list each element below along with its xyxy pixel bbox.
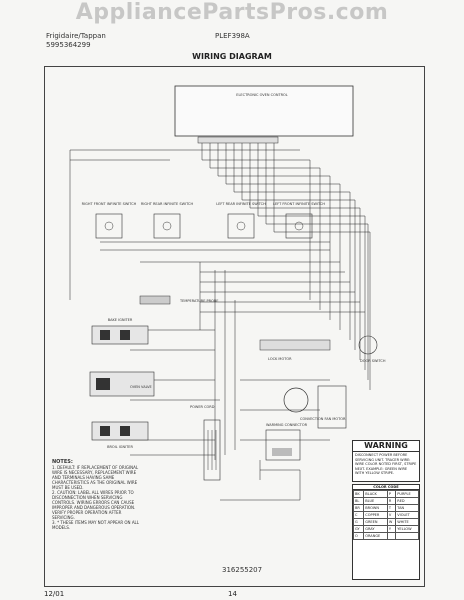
model-number: PLEF398A bbox=[215, 32, 250, 40]
power-cord: POWER CORD bbox=[190, 405, 221, 481]
color-code-cell bbox=[395, 532, 419, 540]
notes-heading: NOTES: bbox=[52, 459, 73, 465]
temp-probe-label: TEMPERATURE PROBE bbox=[179, 299, 218, 303]
bake-igniter-label: BAKE IGNITER bbox=[108, 318, 133, 322]
door-switch: DOOR SWITCH bbox=[358, 335, 386, 363]
page-number: 14 bbox=[228, 590, 237, 598]
lock-motor-label: LOCK MOTOR bbox=[268, 357, 292, 361]
color-code-cell: GRAY bbox=[363, 525, 388, 533]
bake-igniter: BAKE IGNITER bbox=[91, 318, 149, 345]
color-code-cell: O bbox=[352, 532, 365, 540]
watermark: AppliancePartsPros.com bbox=[75, 0, 389, 25]
warning-text: DISCONNECT POWER BEFORE SERVICING UNIT. … bbox=[355, 453, 417, 475]
color-code-cell: BL bbox=[352, 497, 365, 505]
color-code-cell: WHITE bbox=[395, 518, 419, 526]
left-rear-switch: LEFT REAR INFINITE SWITCH bbox=[216, 202, 266, 239]
color-code-cell: C bbox=[352, 511, 365, 519]
color-code-cell: W bbox=[386, 518, 397, 526]
warming-connector-label: WARMING CONNECTOR bbox=[266, 423, 308, 427]
color-code-cell: P bbox=[386, 490, 397, 498]
rr-switch-label: RIGHT REAR INFINITE SWITCH bbox=[141, 202, 194, 206]
color-code-cell: T bbox=[386, 504, 397, 512]
color-code-cell: RED bbox=[395, 497, 419, 505]
color-code-cell: GY bbox=[352, 525, 365, 533]
color-code-cell: Y bbox=[386, 525, 397, 533]
connector-block: LOCK MOTOR bbox=[259, 339, 331, 361]
color-code-cell: PURPLE bbox=[395, 490, 419, 498]
color-code-cell: BR bbox=[352, 504, 365, 512]
color-code-cell: YELLOW bbox=[395, 525, 419, 533]
convection-fan-label: CONVECTION FAN MOTOR bbox=[300, 417, 346, 421]
door-switch-label: DOOR SWITCH bbox=[360, 359, 386, 363]
right-rear-switch: RIGHT REAR INFINITE SWITCH bbox=[141, 202, 194, 239]
left-front-switch: LEFT FRONT INFINITE SWITCH bbox=[273, 202, 325, 239]
diagram-frame bbox=[44, 66, 425, 587]
note-item: 2. CAUTION: LABEL ALL WIRES PRIOR TO DIS… bbox=[52, 490, 136, 520]
wire-harness bbox=[69, 143, 371, 501]
notes-block: NOTES: 1. DEFAULT: IF REPLACEMENT OF ORI… bbox=[52, 459, 142, 531]
note-item: 1. DEFAULT: IF REPLACEMENT OF ORIGINAL W… bbox=[52, 465, 139, 490]
lf-switch-label: LEFT FRONT INFINITE SWITCH bbox=[273, 202, 325, 206]
note-item: 3. * THESE ITEMS MAY NOT APPEAR ON ALL M… bbox=[52, 520, 140, 530]
convection-fan: CONVECTION FAN MOTOR bbox=[283, 385, 347, 429]
power-cord-label: POWER CORD bbox=[190, 405, 215, 409]
warming-connector: WARMING CONNECTOR bbox=[265, 423, 308, 461]
color-code-cell bbox=[386, 532, 397, 540]
lr-switch-label: LEFT REAR INFINITE SWITCH bbox=[216, 202, 266, 206]
color-code-cell: TAN bbox=[395, 504, 419, 512]
color-code-cell: GREEN bbox=[363, 518, 388, 526]
temperature-probe: TEMPERATURE PROBE bbox=[139, 295, 218, 305]
oven-valve-label: OVEN VALVE bbox=[130, 385, 152, 389]
color-code-heading: COLOR CODE bbox=[353, 485, 419, 490]
color-code-cell: VIOLET bbox=[395, 511, 419, 519]
color-code-cell: BLUE bbox=[363, 497, 388, 505]
diagram-number: 316255207 bbox=[222, 566, 262, 574]
color-code-cell: BK bbox=[352, 490, 365, 498]
electronic-oven-control: ELECTRONIC OVEN CONTROL bbox=[174, 85, 354, 144]
color-code-cell: ORANGE bbox=[363, 532, 388, 540]
oven-control-label: ELECTRONIC OVEN CONTROL bbox=[236, 93, 288, 97]
brand-label: Frigidaire/Tappan bbox=[46, 32, 106, 40]
color-code-cell: V bbox=[386, 511, 397, 519]
color-code-cell: BLACK bbox=[363, 490, 388, 498]
color-code-cell: BROWN bbox=[363, 504, 388, 512]
color-code-cell: G bbox=[352, 518, 365, 526]
warning-title: WARNING bbox=[353, 441, 419, 452]
broil-igniter: BROIL IGNITER bbox=[91, 421, 149, 449]
oven-valve: OVEN VALVE bbox=[89, 371, 155, 397]
diagram-title: WIRING DIAGRAM bbox=[192, 52, 272, 61]
warning-box: WARNING DISCONNECT POWER BEFORE SERVICIN… bbox=[352, 440, 420, 482]
color-code-cell: COPPER bbox=[363, 511, 388, 519]
broil-igniter-label: BROIL IGNITER bbox=[107, 445, 133, 449]
rf-switch-label: RIGHT FRONT INFINITE SWITCH bbox=[82, 202, 137, 206]
part-number: 5995364299 bbox=[46, 41, 91, 49]
footer-date: 12/01 bbox=[44, 590, 65, 598]
color-code-cell: R bbox=[386, 497, 397, 505]
right-front-switch: RIGHT FRONT INFINITE SWITCH bbox=[82, 202, 137, 239]
